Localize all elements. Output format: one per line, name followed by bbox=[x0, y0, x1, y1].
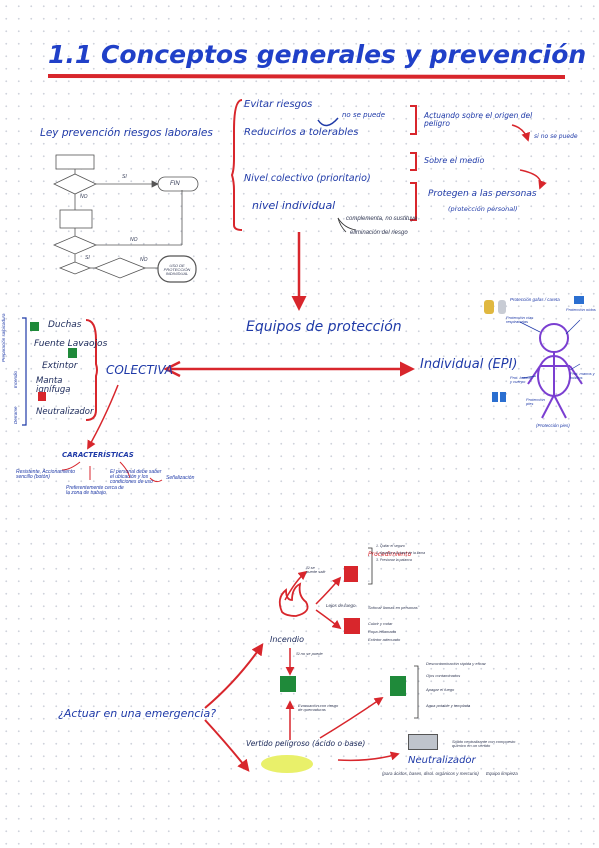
proc-note: 3. Presionar la palanca bbox=[376, 558, 412, 562]
incendio-label: Incendio bbox=[270, 635, 305, 644]
side-label: Incendio bbox=[13, 370, 18, 388]
manta-note: Cubrir y rodar bbox=[368, 621, 393, 626]
si-no-se-puede-text: si no se puede bbox=[534, 133, 578, 140]
ducha-note: Apagar el fuego bbox=[426, 687, 455, 692]
neutralizador-label: Neutralizador bbox=[408, 755, 476, 766]
epi-label: Prot. brazos y cuerpo bbox=[510, 375, 532, 384]
ducha-sign-icon bbox=[30, 322, 39, 331]
equipos-item: Fuente Lavaojos bbox=[34, 339, 108, 349]
proteccion-personal-text: (protección personal) bbox=[448, 205, 518, 213]
highlight-blob bbox=[261, 755, 313, 773]
individual-label: Individual (EPI) bbox=[420, 357, 518, 372]
main-bracket bbox=[230, 99, 243, 231]
title-underline bbox=[47, 74, 566, 79]
ducha-note: Agua potable y templada bbox=[426, 703, 471, 708]
flow-final-label: USO DE PROTECCIÓN INDIVIDUAL bbox=[163, 263, 191, 276]
epi-pictogram-icon bbox=[498, 300, 506, 314]
ducha-sign-icon bbox=[390, 676, 406, 696]
epi-label: Prot. manos y tobillos bbox=[570, 371, 595, 380]
complementa-text: complementa, no sustituye bbox=[346, 216, 418, 222]
eliminacion-text: eliminación del riesgo bbox=[350, 230, 408, 236]
page-title: 1.1 Conceptos generales y prevención bbox=[48, 40, 587, 69]
evitar-curve bbox=[317, 117, 339, 127]
no-se-puede-text: no se puede bbox=[342, 111, 386, 119]
neutralizador-image bbox=[408, 734, 438, 750]
ropa-note: Ropa inflamada bbox=[368, 629, 397, 634]
epi-pictogram-icon bbox=[574, 296, 584, 304]
extintor-sign-icon bbox=[344, 566, 358, 582]
caracteristica-item: Preferentemente cerca de la zona de trab… bbox=[66, 485, 124, 496]
ducha-note: Ojos contaminados bbox=[426, 673, 461, 678]
equipos-item: Manta ignífuga bbox=[36, 376, 71, 395]
proc-note: 2. Apuntar a la base de la llama bbox=[376, 551, 426, 555]
neutral-note: Sólido neutralizante con compuesto quími… bbox=[452, 739, 516, 748]
sobre-medio-text: Sobre el medio bbox=[424, 156, 485, 165]
flow-si-label: SI bbox=[85, 255, 90, 261]
caracteristica-item: Resistente, Accionamiento sencillo (botó… bbox=[16, 469, 76, 480]
manta-note: Sofocar llamas en personas bbox=[368, 605, 418, 610]
epi-pictogram-icon bbox=[500, 392, 506, 402]
evitar-text: Evitar riesgos bbox=[244, 99, 313, 110]
epi-pictogram-icon bbox=[492, 392, 498, 402]
si-salir2-text: Si no se puede bbox=[296, 651, 323, 656]
epi-pictogram-icon bbox=[484, 300, 494, 314]
flow-no-label: NO bbox=[80, 194, 88, 200]
caracteristica-item: El personal debe saber el ubicación y lo… bbox=[110, 469, 162, 485]
reducir-text: Reducirlos a tolerables bbox=[244, 127, 359, 138]
proc-note: 1. Quitar el seguro bbox=[376, 544, 405, 548]
equipos-item: Extintor bbox=[42, 361, 78, 371]
si-salir-text: Si se puede salir bbox=[306, 565, 326, 574]
manta-sign-icon bbox=[344, 618, 360, 634]
lavaojos-sign-icon bbox=[68, 348, 77, 358]
flow-no3-label: NO bbox=[140, 257, 148, 263]
epi-label: Protección vías respiratorias bbox=[506, 315, 534, 324]
epi-label: Protección gafas / careta bbox=[510, 297, 560, 302]
colectiva-label: COLECTIVA bbox=[106, 363, 173, 377]
side-label: Preparación salpicadura bbox=[1, 313, 6, 362]
lejos-fuego-text: Lejos de fuego bbox=[326, 603, 356, 608]
epi-label: Protección pies bbox=[526, 397, 545, 406]
proteger-text: Protegen a las personas bbox=[428, 189, 537, 199]
procedimiento-label: Procedimiento bbox=[368, 551, 412, 558]
epi-label: (Protección pies) bbox=[536, 423, 570, 428]
flow-no2-label: NO bbox=[130, 237, 138, 243]
actuando-text: Actuando sobre el origen del peligro bbox=[424, 111, 533, 128]
evacuacion-sign-icon bbox=[280, 676, 296, 692]
vertido-label: Vertido peligroso (ácido o base) bbox=[246, 739, 366, 748]
nivel-colectivo-text: Nivel colectivo (prioritario) bbox=[244, 173, 371, 184]
ducha-note: Descontaminación rápida y eficaz bbox=[426, 661, 486, 666]
law-label: Ley prevención riesgos laborales bbox=[40, 127, 213, 139]
emergencia-question: ¿Actuar en una emergencia? bbox=[58, 707, 217, 720]
equipos-heading: Equipos de protección bbox=[246, 319, 402, 335]
caracteristica-item: Señalización bbox=[166, 475, 195, 481]
nivel-individual-text: nivel individual bbox=[252, 199, 336, 212]
extintor-sign-icon bbox=[38, 392, 46, 401]
caracteristicas-title: CARACTERÍSTICAS bbox=[62, 451, 134, 459]
equipos-item: Neutralizador bbox=[36, 407, 94, 417]
flame-icon bbox=[278, 582, 309, 617]
equipo-text: Equipo limpieza bbox=[486, 771, 518, 776]
flow-end-label: FIN bbox=[170, 181, 180, 187]
equipos-item: Duchas bbox=[48, 320, 82, 330]
epi-label: Protección oídos bbox=[566, 307, 596, 312]
side-label: Derrame bbox=[13, 406, 18, 424]
flow-yes-label: SI bbox=[122, 174, 127, 180]
neutral-types-text: (para ácidos, bases, disol. orgánicos y … bbox=[382, 771, 479, 776]
ropa-note: Extintor adecuado bbox=[368, 637, 401, 642]
evacuacion-text: Evacuación con riesgo de quemaduras bbox=[298, 703, 339, 712]
flowchart bbox=[52, 154, 199, 283]
